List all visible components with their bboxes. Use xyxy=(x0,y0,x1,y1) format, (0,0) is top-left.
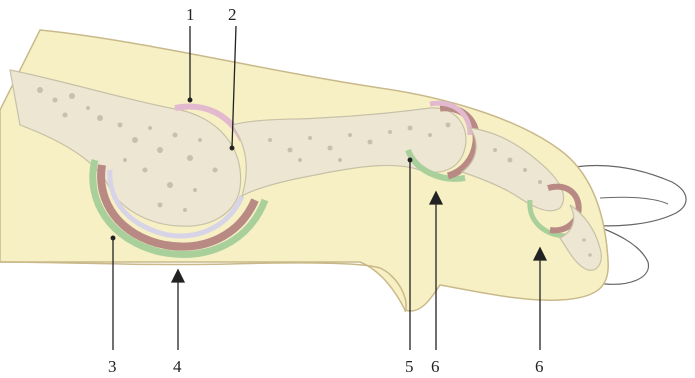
label-3: 3 xyxy=(108,357,117,376)
label-4: 4 xyxy=(173,357,182,376)
plantar-skin xyxy=(0,262,406,312)
label-2: 2 xyxy=(228,5,237,24)
leader-dot-1 xyxy=(188,98,192,102)
label-1: 1 xyxy=(186,5,195,24)
arrow-4-head xyxy=(172,270,184,282)
leader-dot-5 xyxy=(408,158,412,162)
label-6a: 6 xyxy=(431,357,440,376)
label-5: 5 xyxy=(405,357,414,376)
leader-dot-2 xyxy=(230,146,234,150)
label-6b: 6 xyxy=(535,357,544,376)
leader-dot-3 xyxy=(111,236,115,240)
